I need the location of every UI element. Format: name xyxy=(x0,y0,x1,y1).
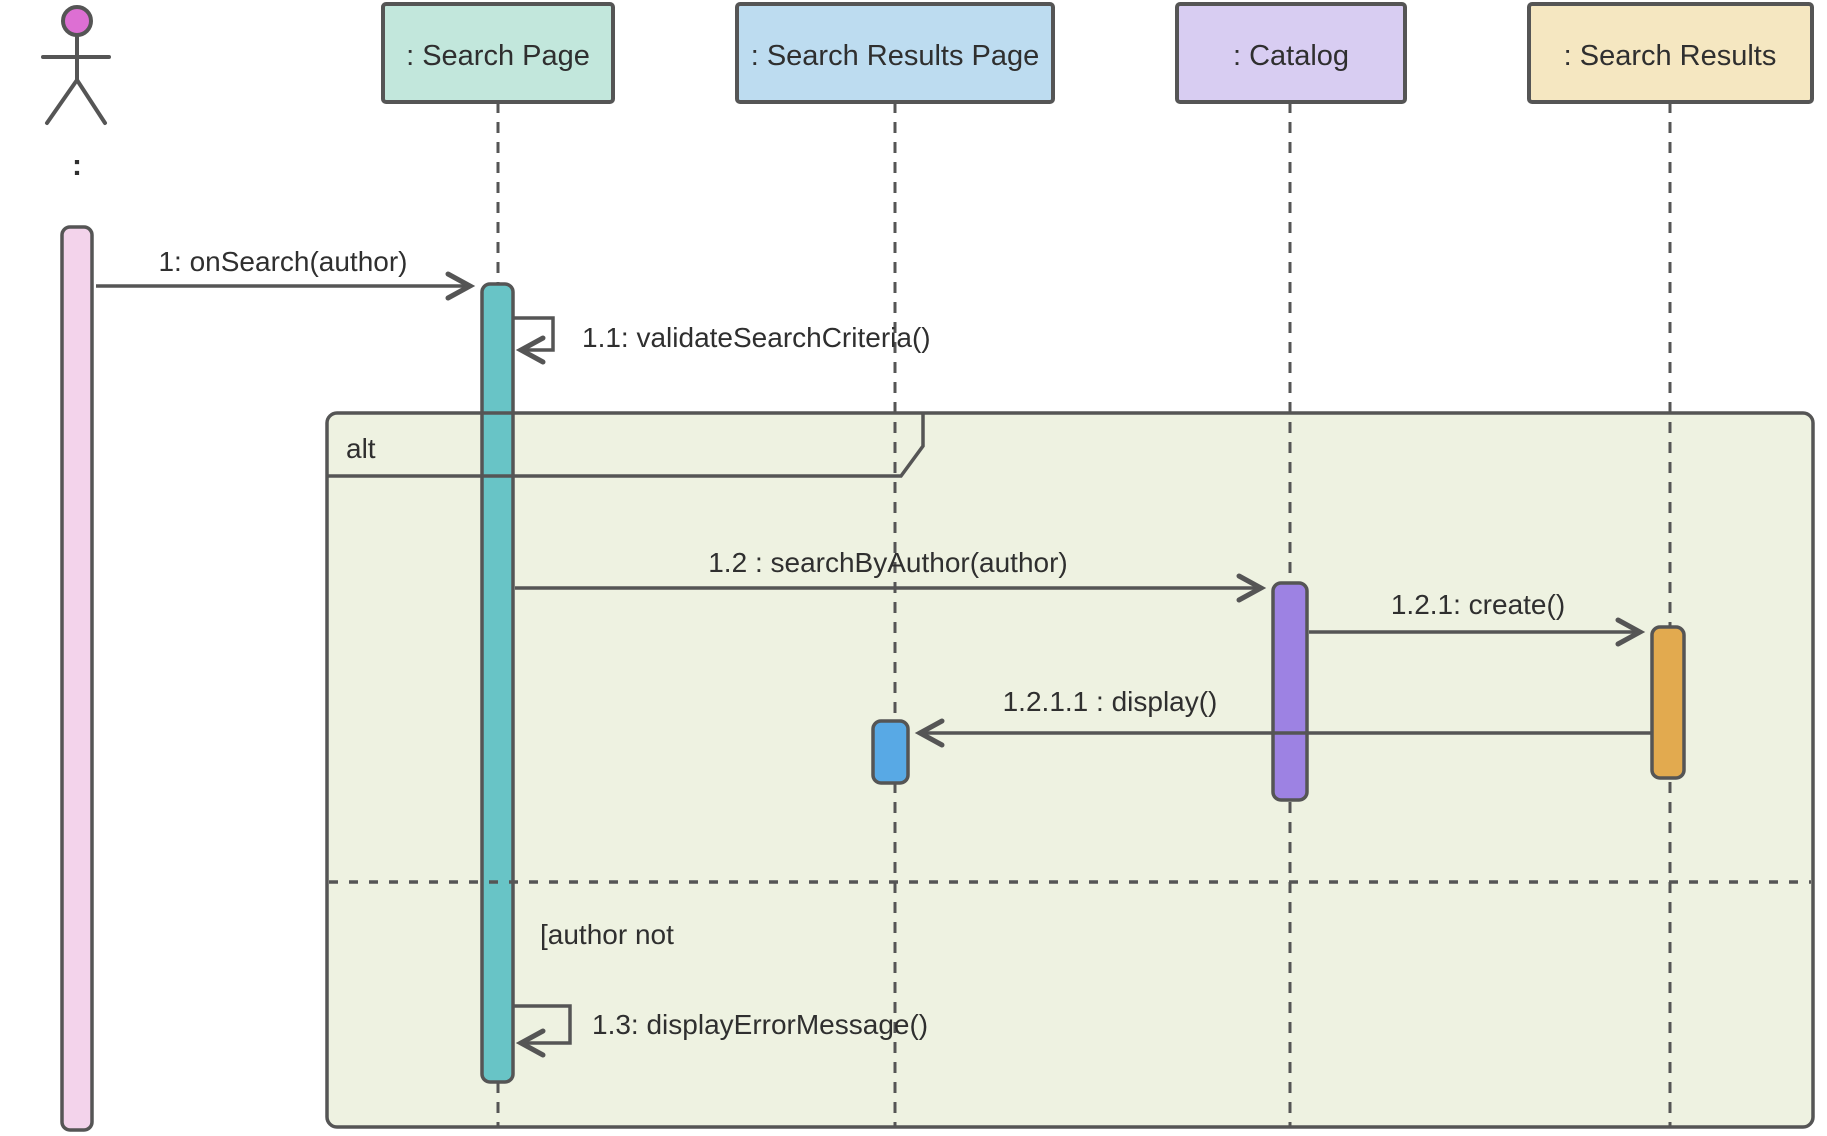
lifeline-head-search-results-label: : Search Results xyxy=(1564,40,1777,72)
message-displayErrorMessage-label: 1.3: displayErrorMessage() xyxy=(592,1009,928,1040)
activation-user[interactable] xyxy=(60,225,94,1132)
lifeline-head-search-results[interactable]: : Search Results xyxy=(1527,2,1814,104)
lifeline-head-search-page[interactable]: : Search Page xyxy=(381,2,615,104)
lifeline-head-search-results-page-label: : Search Results Page xyxy=(751,40,1040,72)
actor-body xyxy=(41,33,111,125)
message-displayErrorMessage[interactable]: 1.3: displayErrorMessage() xyxy=(513,1004,928,1058)
lifeline-head-catalog-label: : Catalog xyxy=(1233,40,1349,72)
actor-head xyxy=(61,5,93,37)
activation-catalog[interactable] xyxy=(1271,581,1309,802)
message-create[interactable]: 1.2.1: create() xyxy=(1309,589,1646,647)
actor-figure[interactable]: : xyxy=(41,5,111,182)
message-onSearch-label: 1: onSearch(author) xyxy=(158,246,407,277)
alt-operator-pentagon xyxy=(327,414,925,478)
message-display-label: 1.2.1.1 : display() xyxy=(1003,686,1218,717)
lifeline-head-catalog[interactable]: : Catalog xyxy=(1175,2,1407,104)
message-onSearch[interactable]: 1: onSearch(author) xyxy=(96,246,476,301)
activation-search-results[interactable] xyxy=(1650,625,1686,780)
message-display[interactable]: 1.2.1.1 : display() xyxy=(914,686,1652,748)
lifeline-head-search-results-page[interactable]: : Search Results Page xyxy=(735,2,1055,104)
alt-fragment-body[interactable] xyxy=(327,413,1813,1127)
alt-operator-label: alt xyxy=(346,433,376,464)
alt-guard-label: [author not xyxy=(540,919,674,950)
message-searchByAuthor[interactable]: 1.2 : searchByAuthor(author) xyxy=(515,547,1267,603)
actor-label: : xyxy=(72,149,82,182)
alt-fragment-border xyxy=(325,411,1815,1129)
message-validateSearchCriteria-label: 1.1: validateSearchCriteria() xyxy=(582,322,931,353)
message-create-label: 1.2.1: create() xyxy=(1391,589,1565,620)
activation-search-results-page[interactable] xyxy=(871,719,910,785)
activation-search-page[interactable] xyxy=(480,282,515,1084)
message-searchByAuthor-label: 1.2 : searchByAuthor(author) xyxy=(708,547,1068,578)
lifeline-head-search-page-label: : Search Page xyxy=(406,40,590,72)
message-validateSearchCriteria[interactable]: 1.1: validateSearchCriteria() xyxy=(513,316,931,365)
